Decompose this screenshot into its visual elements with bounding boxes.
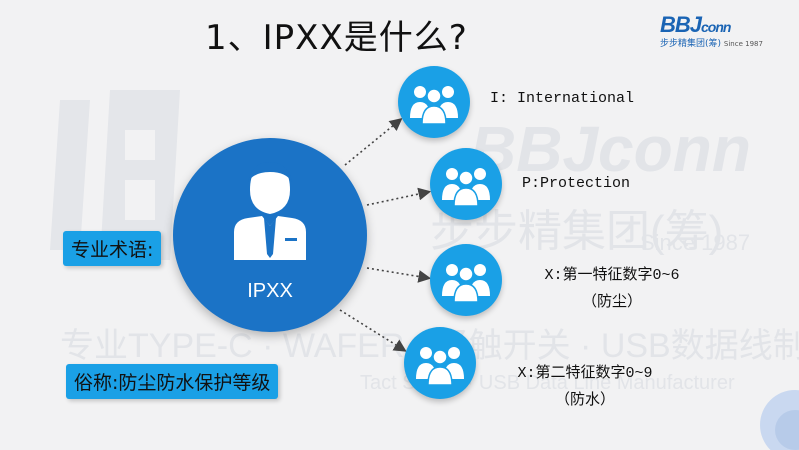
logo-brand: BBJconn [660,12,790,38]
people-group-icon [442,168,490,207]
logo-brand-text: BBJ [660,12,702,37]
common-name-label: 俗称:防尘防水保护等级 [66,364,279,399]
logo-company-text: 步步精集团(筹) [660,39,722,49]
group-circle-1 [398,66,470,138]
ipxx-label: IPXX [247,280,293,302]
people-group-icon [442,264,490,303]
item-text-4: X:第二特征数字0~9 （防水） [490,361,680,409]
logo-since: Since 1987 [723,40,763,48]
ipxx-center-circle: IPXX [173,138,367,332]
item-text-2: P:Protection [522,175,631,192]
logo-company: 步步精集团(筹) Since 1987 [660,36,790,49]
arrow-2 [366,187,432,206]
logo-brand-suffix: conn [701,19,731,35]
item-text-3-line2: （防尘） [581,294,642,311]
term-label: 专业术语: [63,231,162,266]
watermark-since: Since 1987 [640,230,751,255]
item-text-1: I: International [490,90,635,107]
item-text-3-line1: X:第一特征数字0~6 [544,267,680,284]
item-text-4-line1: X:第二特征数字0~9 [517,365,653,382]
arrow-3 [366,267,432,283]
company-logo: BBJconn 步步精集团(筹) Since 1987 [660,12,790,56]
item-text-3: X:第一特征数字0~6 （防尘） [517,263,707,311]
group-circle-4 [404,327,476,399]
people-group-icon [416,347,464,386]
arrow-1 [344,117,403,166]
watermark-brand: BBJconn [470,113,751,185]
watermark-logo-icon [50,90,180,260]
group-circle-2 [430,148,502,220]
businessman-icon [234,162,306,260]
people-group-icon [410,86,458,125]
item-text-4-line2: （防水） [554,392,615,409]
page-title: 1、IPXX是什么? [205,18,468,58]
arrow-4 [339,309,407,352]
group-circle-3 [430,244,502,316]
